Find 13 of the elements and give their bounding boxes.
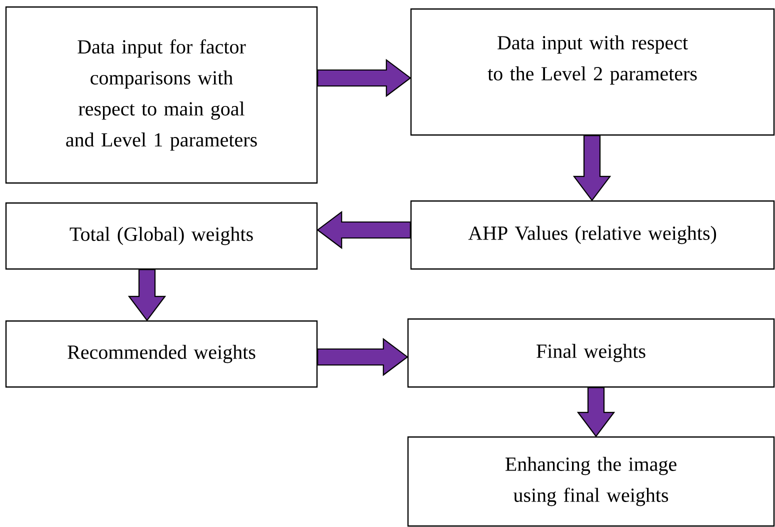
process-box: Final weights [407, 318, 775, 388]
block-arrow [317, 58, 412, 98]
process-box: Enhancing the image using final weights [407, 436, 775, 527]
block-arrow [572, 135, 612, 202]
process-box: Data input for factor comparisons with respect to main goal and Level 1 parameters [5, 6, 318, 184]
process-box: AHP Values (relative weights) [410, 200, 775, 270]
process-box: Total (Global) weights [5, 202, 318, 270]
process-box: Data input with respect to the Level 2 parameters [410, 8, 775, 136]
block-arrow [576, 387, 616, 438]
block-arrow [316, 210, 411, 250]
block-arrow [317, 338, 408, 376]
block-arrow [128, 269, 166, 322]
process-box: Recommended weights [5, 320, 318, 388]
